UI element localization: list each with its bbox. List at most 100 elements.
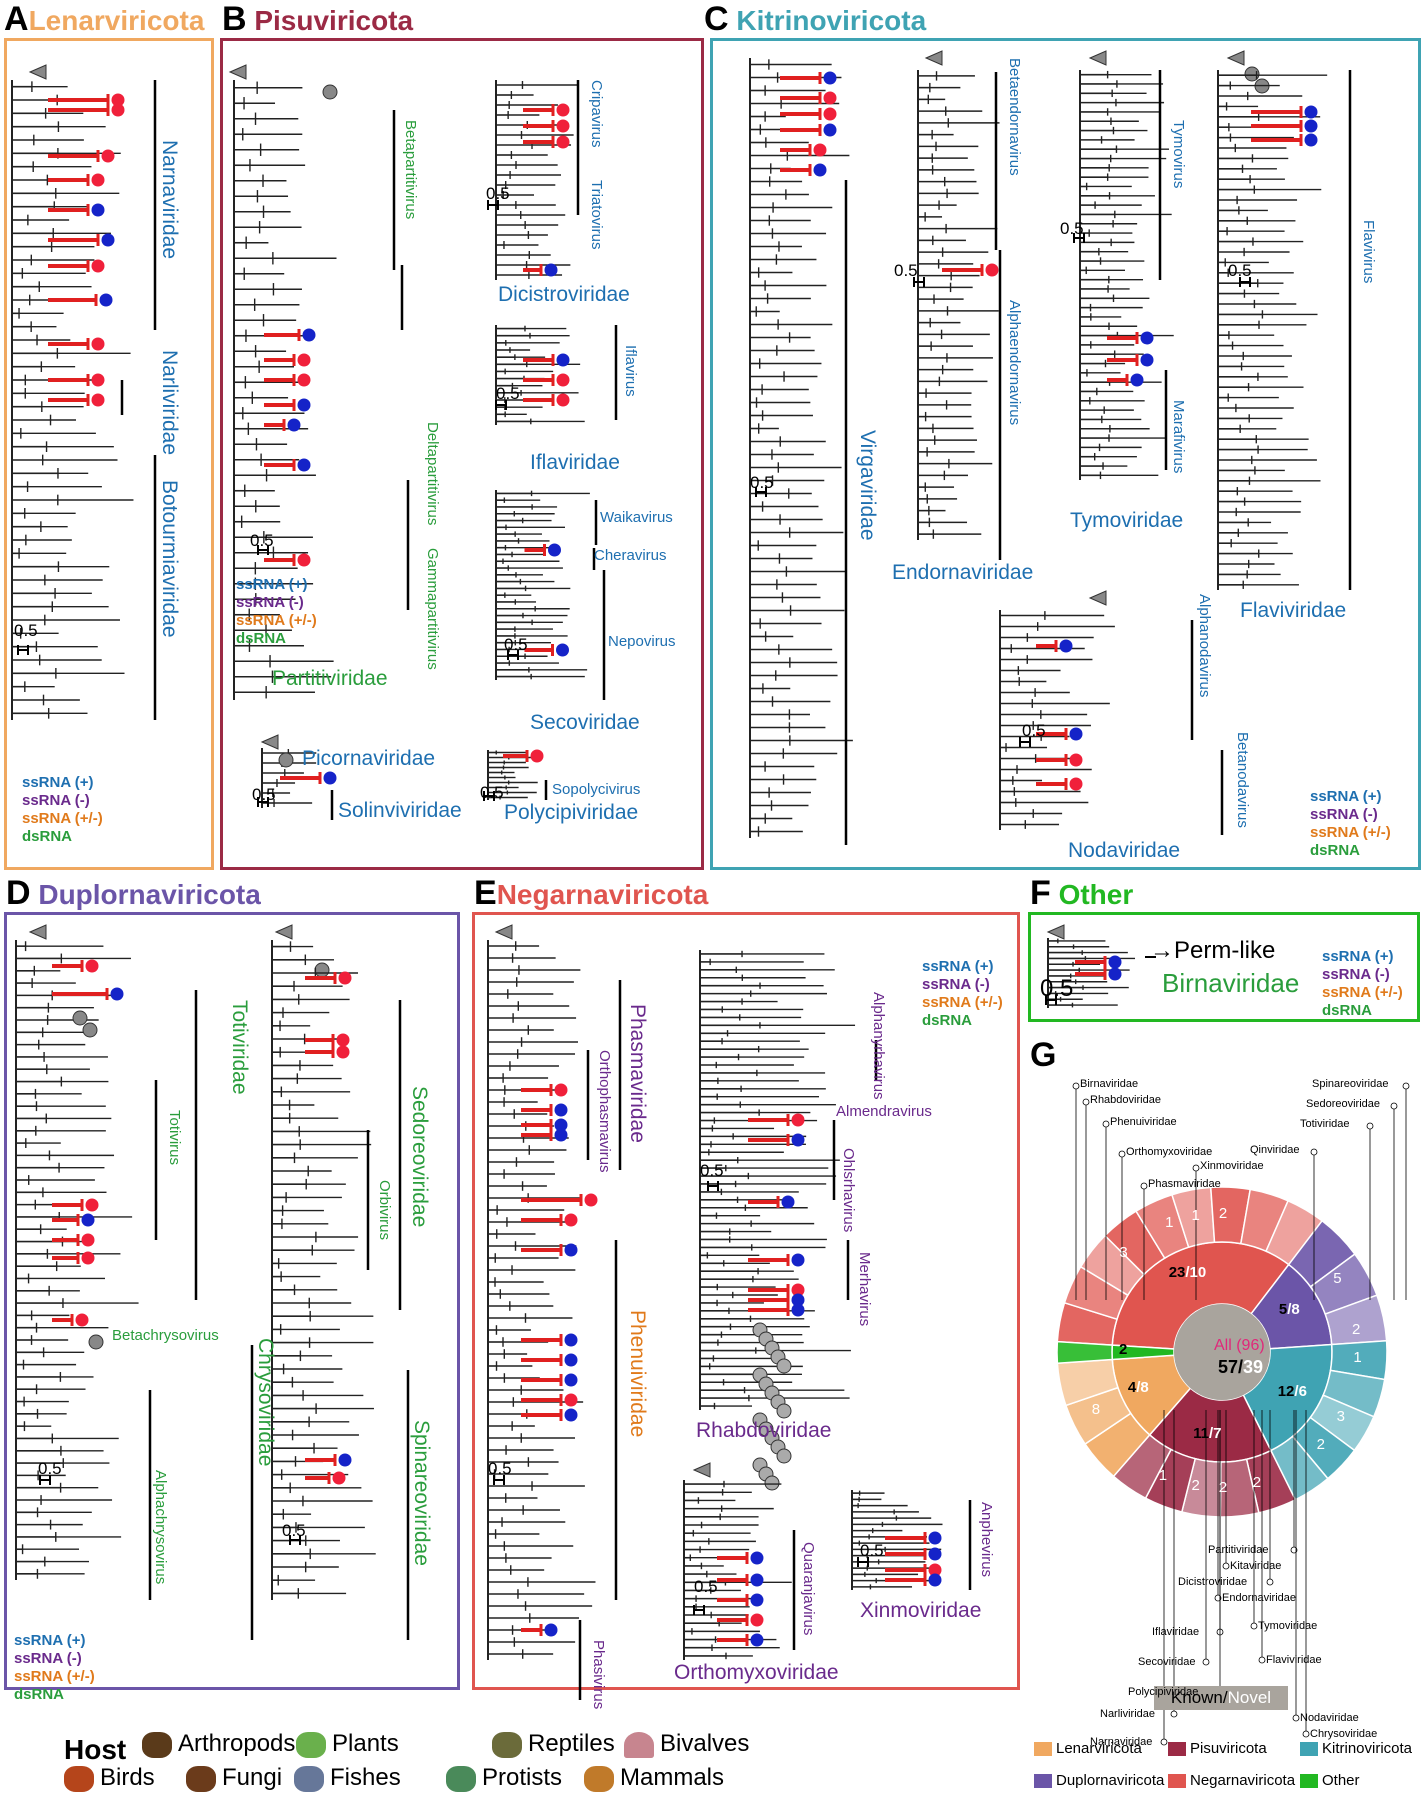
- genus-betaendornavirus: Betaendornavirus: [1005, 58, 1023, 176]
- sunburst-family-label: Partitiviridae: [1208, 1544, 1269, 1556]
- family-orthomyxoviridae: Orthomyxoviridae: [674, 1661, 839, 1684]
- host-legend-item: Plants: [296, 1730, 399, 1758]
- host-legend-item: Fishes: [294, 1764, 401, 1792]
- panel-f-title: Other: [1058, 879, 1134, 910]
- collapsed-clade: [28, 924, 47, 940]
- panel-f-frame: [1028, 912, 1420, 1022]
- sunburst-outer-count: 2: [1218, 1204, 1228, 1222]
- phylum-swatch: [1300, 1774, 1318, 1789]
- sunburst-outer-count: 2: [1351, 1321, 1361, 1339]
- genome-legend-e: ssRNA (+) ssRNA (-) ssRNA (+/-) dsRNA: [922, 958, 1003, 1029]
- tree-clade: [683, 1480, 792, 1660]
- sunburst-family-label: Xinmoviridae: [1200, 1160, 1264, 1172]
- sunburst-family-label: Secoviridae: [1138, 1656, 1196, 1668]
- sunburst-family-label: Tymoviridae: [1258, 1620, 1318, 1632]
- node-marker: [72, 1010, 88, 1026]
- scale-d1: 0.5: [38, 1459, 62, 1478]
- family-dicistroviridae: Dicistroviridae: [498, 283, 630, 306]
- scale-c4: 0.5: [1228, 261, 1252, 280]
- scale-e1: 0.5: [488, 1459, 512, 1478]
- panel-f-label: F Other: [1030, 876, 1134, 910]
- host-legend-item: Reptiles: [492, 1730, 615, 1758]
- scale-c3: 0.5: [1060, 219, 1084, 238]
- sunburst-family-label: Chrysoviridae: [1310, 1728, 1378, 1740]
- genus-alphachrysovirus: Alphachrysovirus: [151, 1470, 169, 1585]
- genus-triatovirus: Triatovirus: [587, 180, 605, 250]
- genus-alphanyrhavirus: Alphanyrhavirus: [869, 992, 887, 1100]
- tree-clade: [15, 940, 139, 1580]
- novel-label: Novel: [1227, 1688, 1272, 1707]
- node-marker: [322, 84, 338, 100]
- plant-icon: [296, 1731, 326, 1758]
- tree-clade: [495, 80, 578, 280]
- sunburst-family-label: Narliviridae: [1100, 1708, 1156, 1720]
- host-legend-item: Arthropods: [142, 1730, 295, 1758]
- tree-clade: [999, 610, 1115, 830]
- tree-clade: [271, 940, 376, 1600]
- scale-b5: 0.5: [252, 785, 276, 804]
- tree-clade: [233, 80, 337, 700]
- sunburst-outer-count: 1: [1158, 1467, 1168, 1485]
- sunburst-center: [1174, 1304, 1270, 1400]
- host-legend-label: Fishes: [330, 1764, 401, 1791]
- panel-c-title: Kitrinoviricota: [736, 5, 927, 36]
- arthropod-icon: [142, 1731, 172, 1758]
- scale-c1: 0.5: [750, 473, 774, 492]
- host-legend-label: Reptiles: [528, 1730, 615, 1757]
- sunburst-outer-count: 1: [1353, 1348, 1362, 1366]
- phylum-legend-item: Other: [1300, 1772, 1360, 1789]
- host-legend-item: Protists: [446, 1764, 562, 1792]
- host-legend-item: Mammals: [584, 1764, 724, 1792]
- genome-legend-b: ssRNA (+) ssRNA (-) ssRNA (+/-) dsRNA: [236, 576, 317, 647]
- collapsed-clade: [228, 64, 247, 80]
- scale-b1: 0.5: [250, 531, 274, 550]
- genus-orthophasmavirus: Orthophasmavirus: [595, 1050, 613, 1173]
- collapsed-clade: [274, 924, 293, 940]
- panel-e-frame: [472, 912, 1020, 1690]
- tree-clade: [487, 940, 598, 1660]
- family-spinareoviridae: Spinareoviridae: [410, 1420, 434, 1566]
- node-marker: [776, 1403, 792, 1419]
- genus-marafivirus: Marafivirus: [1169, 400, 1187, 474]
- sunburst-outer-count: 5: [1333, 1270, 1342, 1288]
- family-chrysoviridae: Chrysoviridae: [254, 1338, 278, 1467]
- tree-clade: [699, 950, 856, 1410]
- scale-a: 0.5: [14, 621, 38, 640]
- sunburst-family-label: Endornaviridae: [1222, 1592, 1296, 1604]
- sunburst-phylum-count: 2: [1119, 1341, 1128, 1359]
- sunburst-phylum-count: 11/7: [1193, 1425, 1222, 1443]
- sunburst-family-label: Dicistroviridae: [1178, 1576, 1248, 1588]
- phylum-swatch: [1168, 1774, 1186, 1789]
- tree-clade: [495, 490, 590, 680]
- genus-alphanodavirus: Alphanodavirus: [1195, 594, 1213, 698]
- family-sedoreoviridae: Sedoreoviridae: [408, 1086, 432, 1228]
- phylum-legend-item: Kitrinoviricota: [1300, 1740, 1412, 1757]
- sunburst-center-counts: 57/39: [1218, 1357, 1264, 1377]
- mammal-icon: [584, 1765, 614, 1792]
- panel-a-label: ALenarviricota: [4, 2, 204, 36]
- panel-a-frame: [4, 38, 214, 870]
- scale-e4: 0.5: [860, 1541, 884, 1560]
- sunburst-family-label: Nodaviridae: [1300, 1712, 1359, 1724]
- phylum-legend-label: Negarnaviricota: [1190, 1772, 1296, 1789]
- phylum-legend-item: Lenarviricota: [1034, 1740, 1142, 1757]
- family-birnaviridae: Birnaviridae: [1162, 968, 1300, 998]
- collapsed-clade: [260, 734, 279, 750]
- collapsed-clade: [924, 50, 943, 66]
- sunburst-outer-count: 3: [1336, 1407, 1345, 1425]
- panel-d-title: Duplornaviricota: [38, 879, 261, 910]
- genus-iflavirus: Iflavirus: [621, 345, 639, 397]
- node-marker: [764, 1475, 780, 1491]
- panel-b-label: B Pisuviricota: [222, 2, 413, 36]
- sunburst-family-label: Orthomyxoviridae: [1126, 1146, 1213, 1158]
- genus-waikavirus: Waikavirus: [600, 509, 673, 526]
- protist-icon: [446, 1765, 476, 1792]
- scale-b6: 0.5: [480, 783, 504, 802]
- family-secoviridae: Secoviridae: [530, 711, 640, 734]
- sunburst-outer-count: 2: [1252, 1474, 1262, 1492]
- genus-sopolycivirus: Sopolycivirus: [552, 781, 641, 798]
- phylum-legend-label: Kitrinoviricota: [1322, 1740, 1413, 1757]
- host-legend-label: Arthropods: [178, 1730, 296, 1757]
- sunburst-outer-count: 1: [1191, 1206, 1200, 1224]
- sunburst-family-label: Rhabdoviridae: [1090, 1094, 1161, 1106]
